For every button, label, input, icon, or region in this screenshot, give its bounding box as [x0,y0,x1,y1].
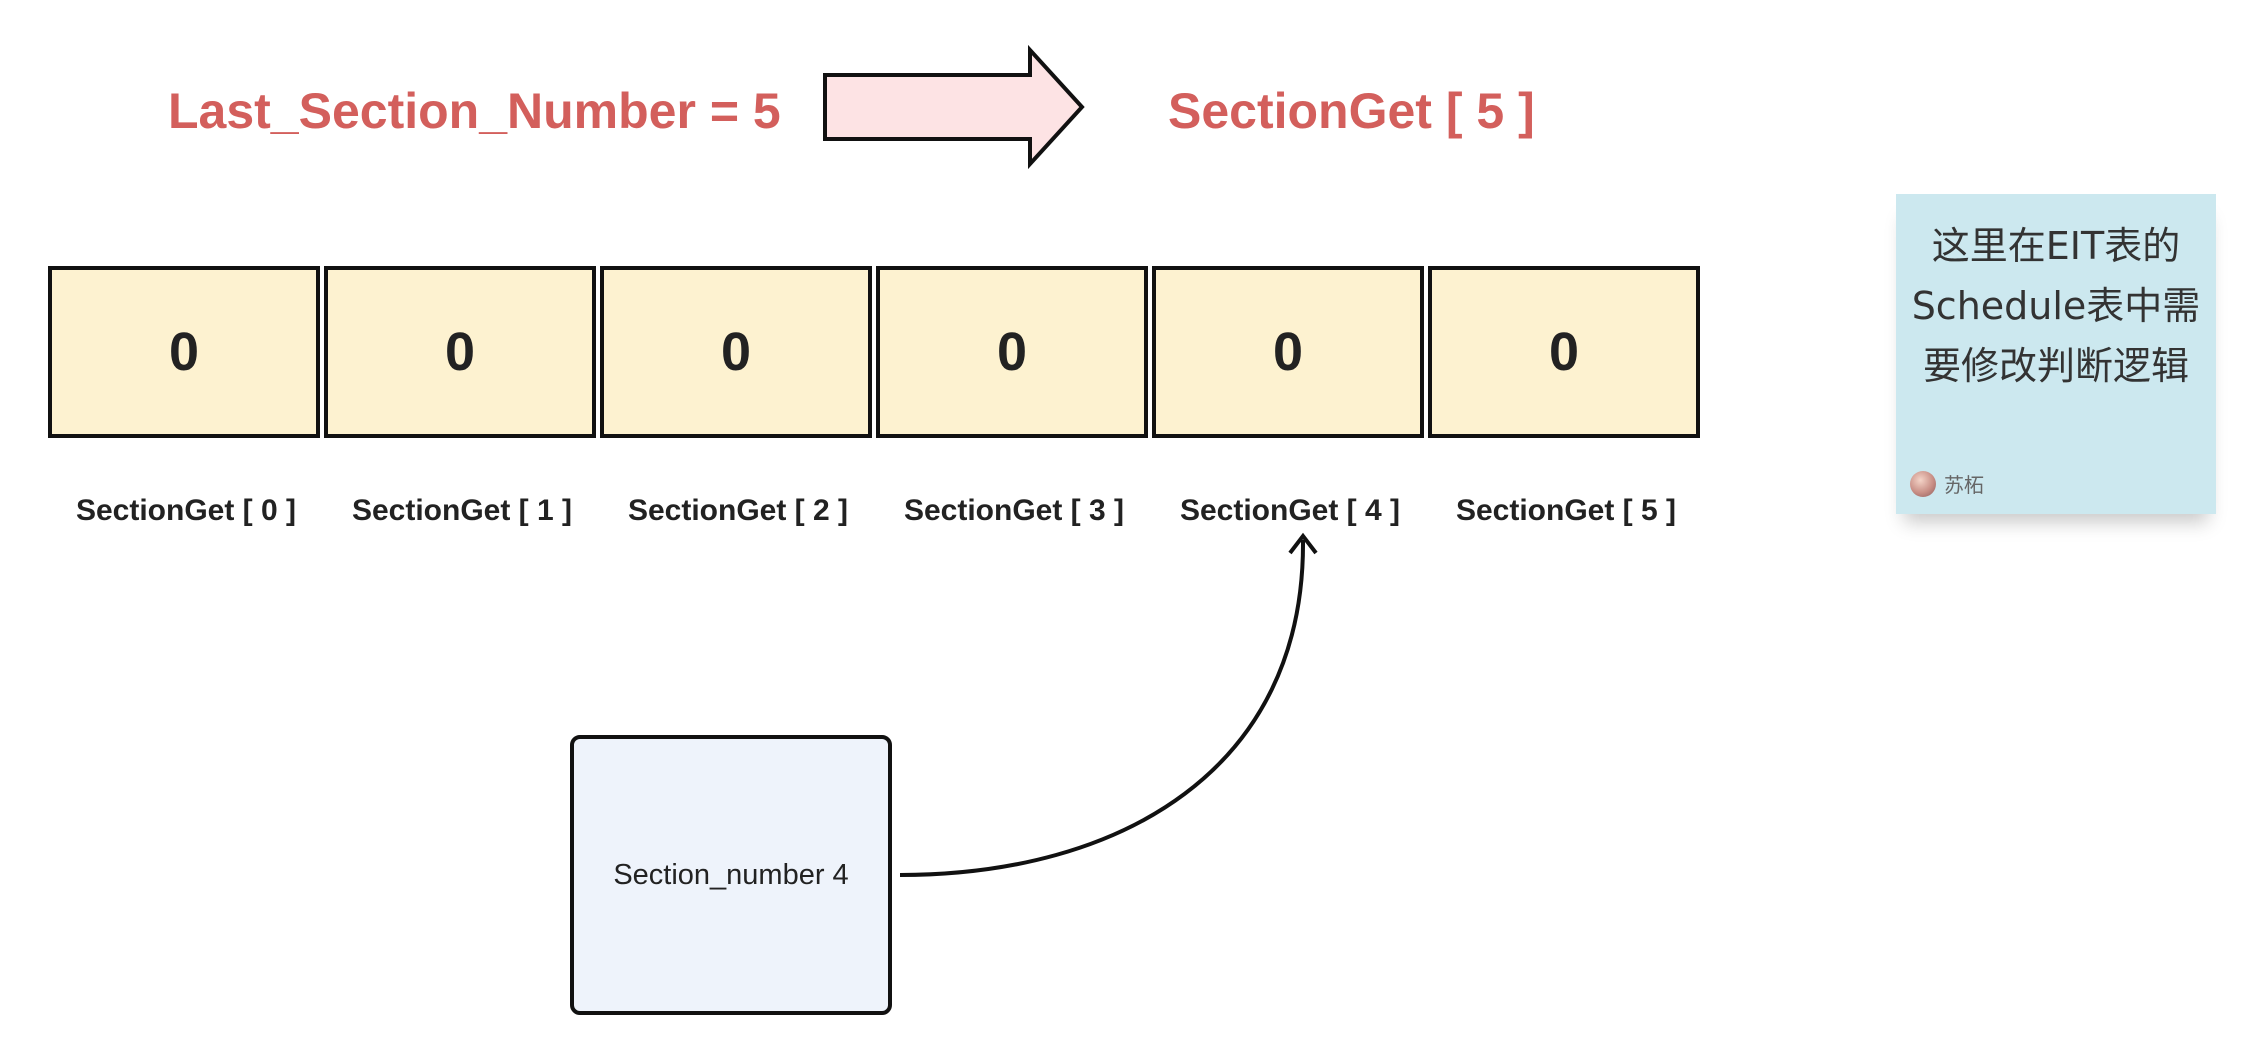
array-label-0[interactable]: SectionGet [ 0 ] [75,494,297,527]
array-cell-3[interactable]: 0 [876,266,1148,438]
section-get-5-header-label[interactable]: SectionGet [ 5 ] [1168,83,1535,139]
sticky-note[interactable]: 这里在EIT表的Schedule表中需要修改判断逻辑 苏柘 [1896,194,2216,514]
section-array: 0 0 0 0 0 0 [48,266,1700,438]
avatar [1910,470,1936,497]
array-cell-2[interactable]: 0 [600,266,872,438]
array-label-2[interactable]: SectionGet [ 2 ] [627,494,849,527]
array-cell-1[interactable]: 0 [324,266,596,438]
array-label-1[interactable]: SectionGet [ 1 ] [351,494,573,527]
array-label-4[interactable]: SectionGet [ 4 ] [1179,494,1401,527]
last-section-number-label[interactable]: Last_Section_Number = 5 [168,83,781,139]
array-label-5[interactable]: SectionGet [ 5 ] [1455,494,1677,527]
section-number-box[interactable]: Section_number 4 [570,735,892,1015]
author-name: 苏柘 [1944,473,1984,497]
sticky-note-text: 这里在EIT表的Schedule表中需要修改判断逻辑 [1911,224,2201,388]
section-number-text: Section_number 4 [613,858,849,891]
array-label-3[interactable]: SectionGet [ 3 ] [903,494,1125,527]
sticky-note-author: 苏柘 [1910,469,1984,498]
connector-arrowhead [1288,532,1318,555]
block-arrow[interactable] [823,44,1085,170]
array-cell-4[interactable]: 0 [1152,266,1424,438]
curved-connector-arrow[interactable] [899,539,1306,877]
array-cell-0[interactable]: 0 [48,266,320,438]
array-labels: SectionGet [ 0 ] SectionGet [ 1 ] Sectio… [48,494,1704,528]
array-cell-5[interactable]: 0 [1428,266,1700,438]
